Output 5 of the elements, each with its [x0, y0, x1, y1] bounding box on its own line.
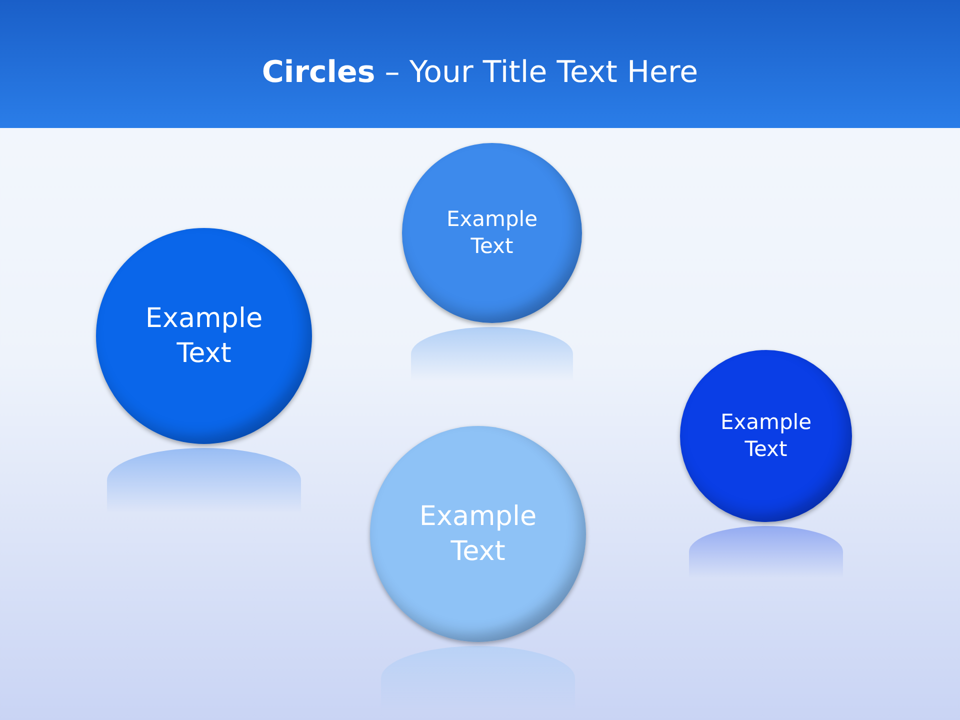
circle-label: Example Text: [719, 408, 813, 463]
circle-label: Example Text: [445, 206, 539, 260]
title: Circles – Your Title Text Here: [260, 55, 700, 90]
circle-label: Example Text: [144, 302, 264, 371]
circle-label: Example Text: [418, 500, 538, 569]
